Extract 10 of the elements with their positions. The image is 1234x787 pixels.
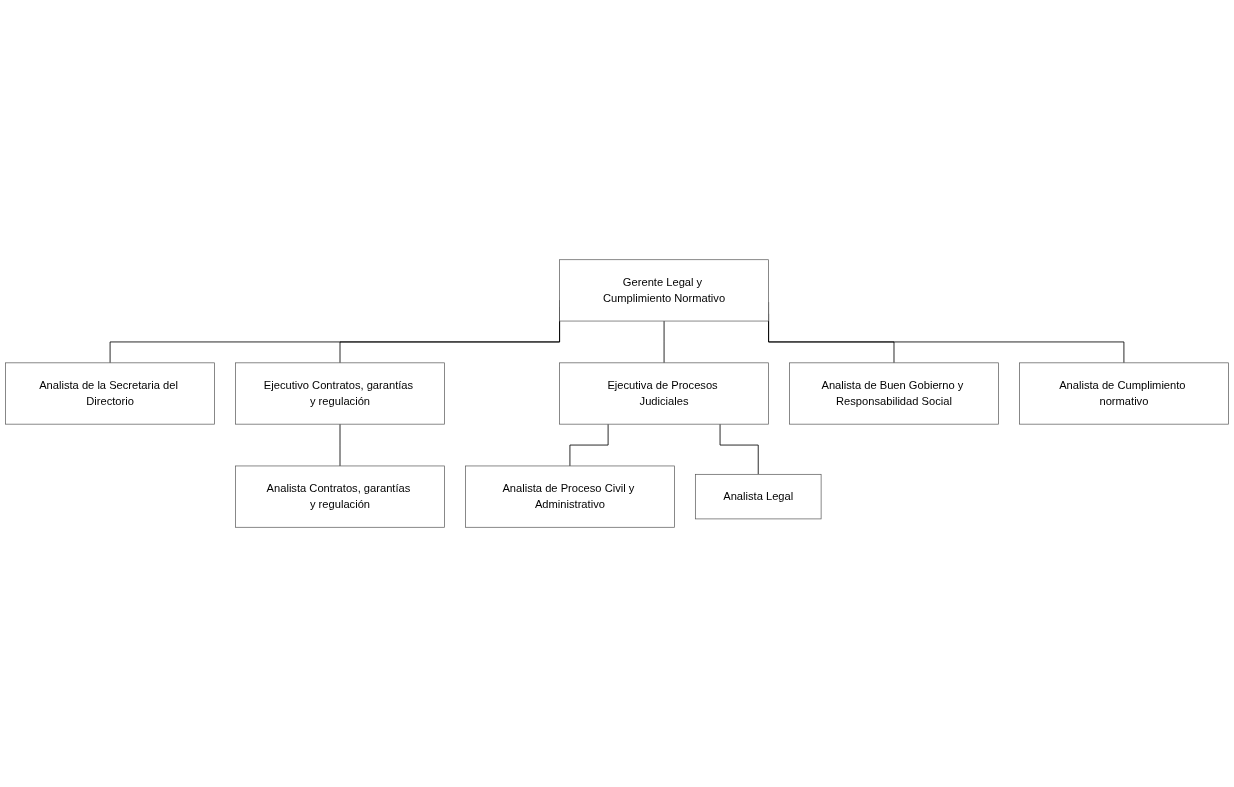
node-box: Analista Contratos, garantías y regulación	[235, 465, 445, 528]
node-box: Analista de Cumplimiento normativo	[1019, 362, 1229, 425]
node-box: Analista de Buen Gobierno y Responsabilidad Social	[789, 362, 999, 425]
node-box: Analista de Proceso Civil y Administrativo	[465, 465, 675, 528]
connector	[719, 423, 759, 475]
node-box: Ejecutiva de Procesos Judiciales	[559, 362, 769, 425]
node-box: Gerente Legal y Cumplimiento Normativo	[559, 259, 769, 322]
node-box: Analista de la Secretaria del Directorio	[5, 362, 215, 425]
node-box: Ejecutivo Contratos, garantías y regulación	[235, 362, 445, 425]
node-box: Analista Legal	[695, 473, 822, 520]
